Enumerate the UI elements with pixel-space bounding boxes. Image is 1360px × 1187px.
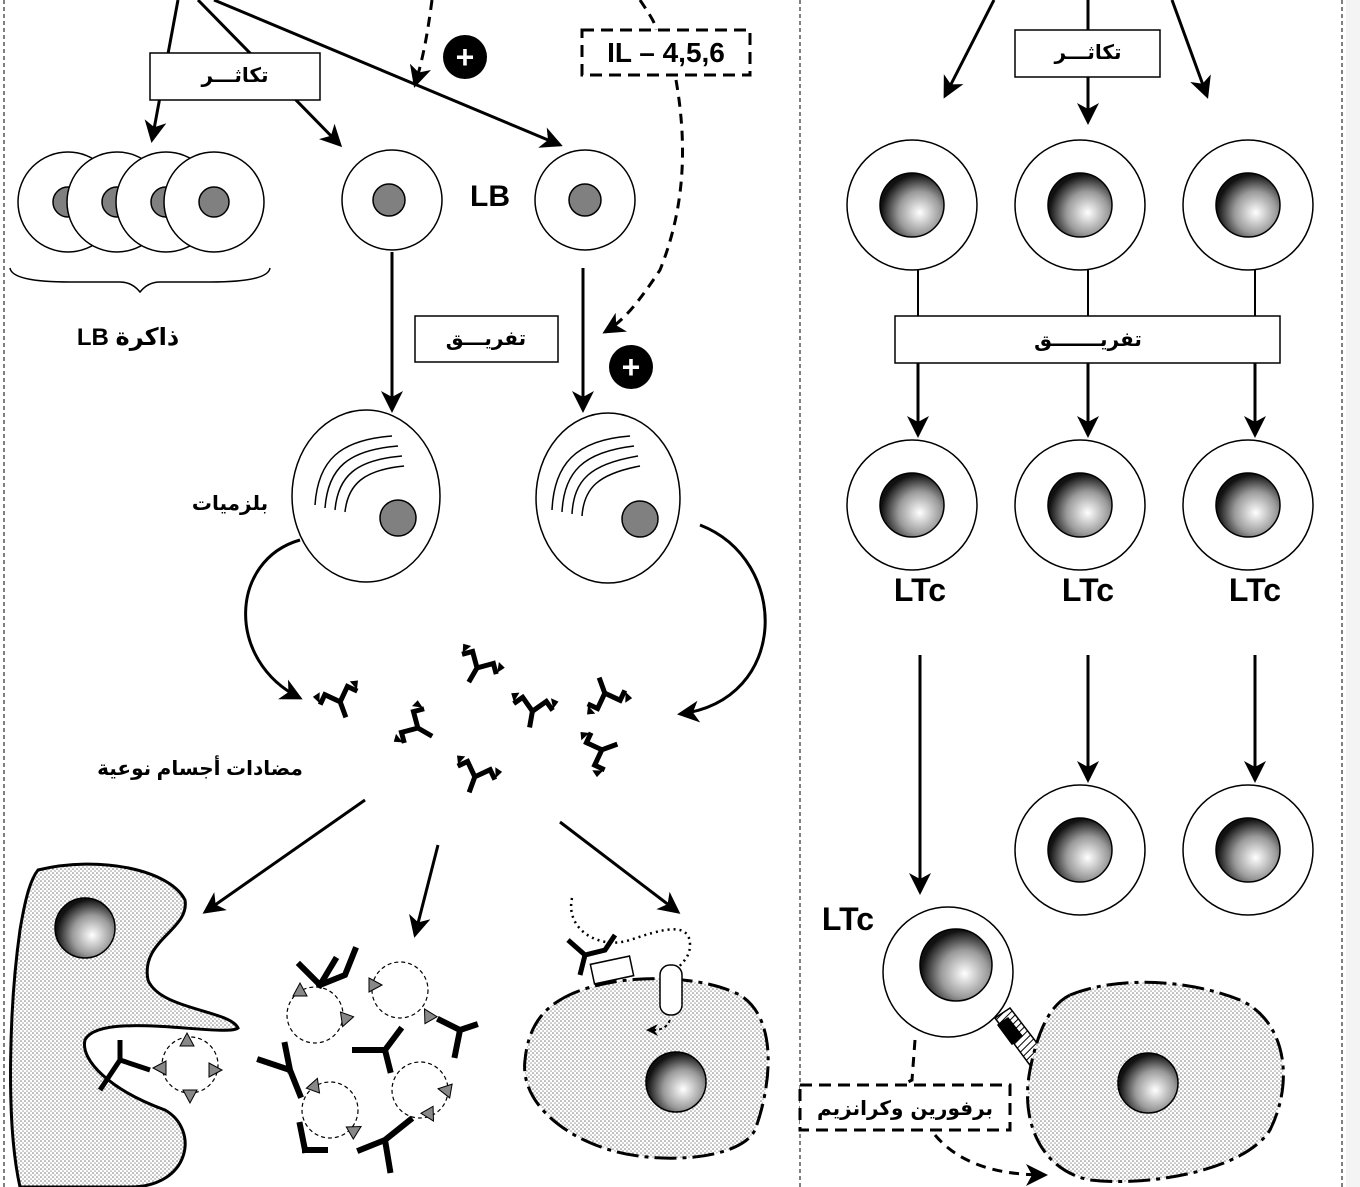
svg-text:تكاثـــر: تكاثـــر (200, 63, 268, 87)
dashed-activation-arrow-top (409, 0, 434, 88)
ltc-attacking-cell (882, 906, 1052, 1074)
panel-borders (3, 0, 1343, 1187)
phagocyte (9, 862, 240, 1187)
il-top-dashed-line (638, 0, 658, 31)
complement-target-cell (523, 897, 770, 1160)
perforin-dashed-arrow (933, 1134, 1048, 1186)
plasma-cell-1 (291, 409, 441, 583)
memory-lb-label: LB ذاكرة (77, 324, 179, 351)
right-margin-strip (1346, 0, 1360, 1187)
secretion-arrows (244, 523, 767, 723)
differentiation-box-left: تفريـــق (414, 315, 559, 363)
svg-text:+: + (456, 39, 475, 75)
proliferation-box-right: تكاثـــر (1014, 29, 1161, 78)
svg-text:تكاثـــر: تكاثـــر (1053, 40, 1121, 64)
lb-label: LB (470, 180, 510, 213)
perforin-box: برفورين وكرانزيم (798, 1083, 1012, 1132)
antibodies-label: مضادات أجسام نوعية (97, 754, 303, 780)
perforin-dashed-line (907, 1039, 917, 1084)
ltc-cells-row3 (1014, 784, 1314, 916)
ltc-label-3: LTc (1229, 572, 1281, 608)
memory-brace (9, 267, 271, 294)
ltc-cells-row2 (846, 439, 1314, 571)
agglutination-complex (256, 946, 479, 1174)
differentiation-box-right: تفريـــــــق (894, 315, 1281, 364)
il-dashed-arrow (602, 79, 684, 334)
plus-icon-top: + (443, 35, 487, 79)
lt-cells-row1 (846, 139, 1314, 271)
svg-text:+: + (622, 349, 641, 385)
ltc-attack-label: LTc (822, 901, 874, 937)
ltc-arrows (909, 655, 1266, 895)
diff-arrows-right (907, 363, 1266, 438)
proliferation-box-left: تكاثـــر (149, 52, 321, 101)
ltc-label-1: LTc (894, 572, 946, 608)
lb-cells (341, 149, 636, 251)
effect-arrows (202, 798, 681, 938)
diff-connectors-top (917, 270, 1256, 316)
differentiation-arrows-left (381, 252, 594, 413)
interleukin-box: IL – 4,5,6 (580, 28, 752, 77)
plus-icon-bottom: + (609, 345, 653, 389)
plasma-cell-2 (535, 412, 681, 584)
plasma-cells-label: بلزميات (192, 493, 268, 515)
ltc-label-2: LTc (1062, 572, 1114, 608)
memory-lb-cells (17, 151, 265, 253)
ltc-target-cell (1026, 980, 1285, 1184)
svg-text:IL – 4,5,6: IL – 4,5,6 (607, 37, 725, 68)
svg-text:تفريـــــــق: تفريـــــــق (1034, 327, 1142, 351)
svg-text:تفريـــق: تفريـــق (446, 326, 526, 350)
svg-text:برفورين وكرانزيم: برفورين وكرانزيم (817, 1096, 993, 1120)
antibody-group (312, 642, 633, 798)
